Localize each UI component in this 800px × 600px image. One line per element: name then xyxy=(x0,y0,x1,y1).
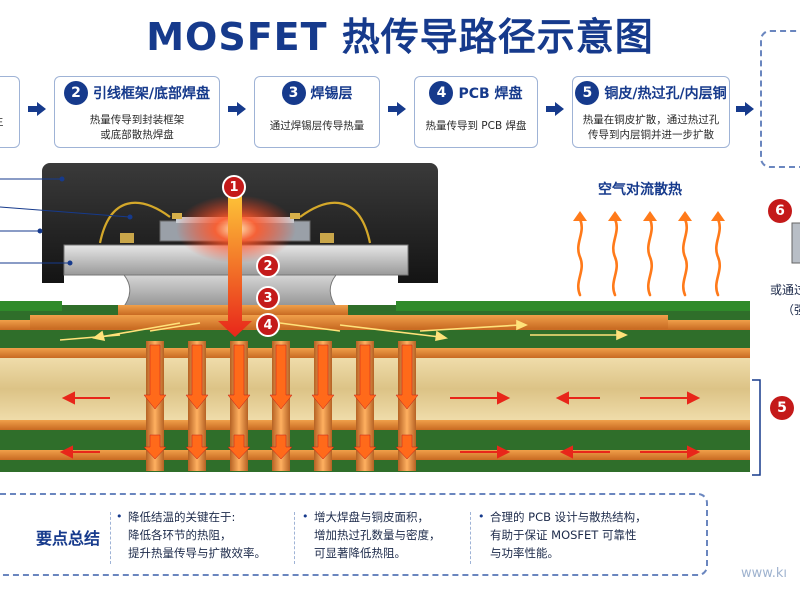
side-card-text-1: 或通过 xyxy=(770,283,800,297)
path-marker-2: 2 xyxy=(256,254,280,278)
cross-section-diagram: 空气对流散热 1 2 3 4 xyxy=(0,155,800,485)
bond-pad-right xyxy=(320,233,334,243)
arrow-right-icon xyxy=(546,102,564,116)
pcb-bottom-solder-mask xyxy=(0,460,750,472)
summary-item-2: 增大焊盘与铜皮面积， 增加热过孔数量与密度， 可显著降低热阻。 xyxy=(314,510,441,560)
step-number-badge: 5 xyxy=(575,81,600,105)
pcb-prepreg-2 xyxy=(0,430,750,450)
page-title: MOSFET 热传导路径示意图 xyxy=(146,15,654,59)
bond-wire-left xyxy=(98,201,171,244)
step-card-1-partial: 生 xyxy=(0,76,20,148)
pcb-bottom-copper xyxy=(0,450,750,460)
path-marker-1: 1 xyxy=(222,175,246,199)
air-arrow-heads xyxy=(573,211,725,221)
step-title: 铜皮/热过孔/内层铜 xyxy=(604,86,727,102)
arrow-right-icon xyxy=(388,102,406,116)
path-marker-3: 3 xyxy=(256,286,280,310)
lateral-spread-arrows xyxy=(59,391,701,459)
pcb-pad-copper xyxy=(30,315,668,329)
pcb-inner-copper-2 xyxy=(0,420,750,430)
pointer-lines xyxy=(0,176,133,266)
arrow-right-icon xyxy=(228,102,246,116)
summary-bullet: • xyxy=(478,510,485,523)
pcb-layer-bracket xyxy=(752,379,761,476)
pcb-prepreg-1 xyxy=(0,330,750,348)
air-convection-arrows xyxy=(577,217,721,297)
summary-title: 要点总结 xyxy=(36,529,101,548)
arrow-right-icon xyxy=(28,102,46,116)
side-card-text-2: （强 xyxy=(782,303,800,317)
right-surface-trace xyxy=(396,301,750,311)
cross-section-svg xyxy=(0,163,800,476)
air-convection-label: 空气对流散热 xyxy=(598,182,682,198)
summary-bullet: • xyxy=(116,510,123,523)
step-title: PCB 焊盘 xyxy=(458,86,523,102)
pcb-fr4-core xyxy=(0,358,750,420)
summary-divider xyxy=(470,512,471,564)
bond-pad-left xyxy=(120,233,134,243)
summary-bullet: • xyxy=(302,510,309,523)
summary-box xyxy=(0,493,708,576)
step-6-badge: 6 xyxy=(768,199,792,223)
summary-divider xyxy=(110,512,111,564)
step-desc: 热量传导到 PCB 焊盘 xyxy=(425,120,527,132)
left-surface-trace xyxy=(0,301,62,311)
via-heat-arrows xyxy=(143,344,419,460)
step-number-badge: 4 xyxy=(429,81,454,105)
bond-wire-right xyxy=(299,201,372,244)
step-desc: 通过焊锡层传导热量 xyxy=(269,120,365,132)
watermark: www.kı xyxy=(741,566,787,581)
main-heat-arrow xyxy=(218,181,252,337)
step-title: 焊锡层 xyxy=(310,86,353,102)
pcb-inner-copper-1 xyxy=(0,348,750,358)
summary-item-3: 合理的 PCB 设计与散热结构， 有助于保证 MOSFET 可靠性 与功率性能。 xyxy=(490,510,647,560)
step-desc: 热量在铜皮扩散，通过热过孔 传导到内层铜并进一步扩散 xyxy=(582,114,720,141)
heatsink-icon xyxy=(791,222,800,264)
step-number-badge: 3 xyxy=(281,81,306,105)
step-title: 引线框架/底部焊盘 xyxy=(92,86,211,102)
step-desc: 生 xyxy=(0,115,15,130)
summary-divider xyxy=(294,512,295,564)
step-6-side-card xyxy=(760,30,800,168)
pcb-layer-badge-5: 5 xyxy=(770,396,794,420)
step-number-badge: 2 xyxy=(63,81,88,105)
copper-spread-arrows xyxy=(59,319,628,342)
arrow-right-icon xyxy=(736,102,754,116)
summary-item-1: 降低结温的关键在于: 降低各环节的热阻， 提升热量传导与扩散效率。 xyxy=(128,510,266,560)
path-marker-4: 4 xyxy=(256,313,280,337)
step-desc: 热量传导到封装框架 或底部散热焊盘 xyxy=(89,114,185,141)
